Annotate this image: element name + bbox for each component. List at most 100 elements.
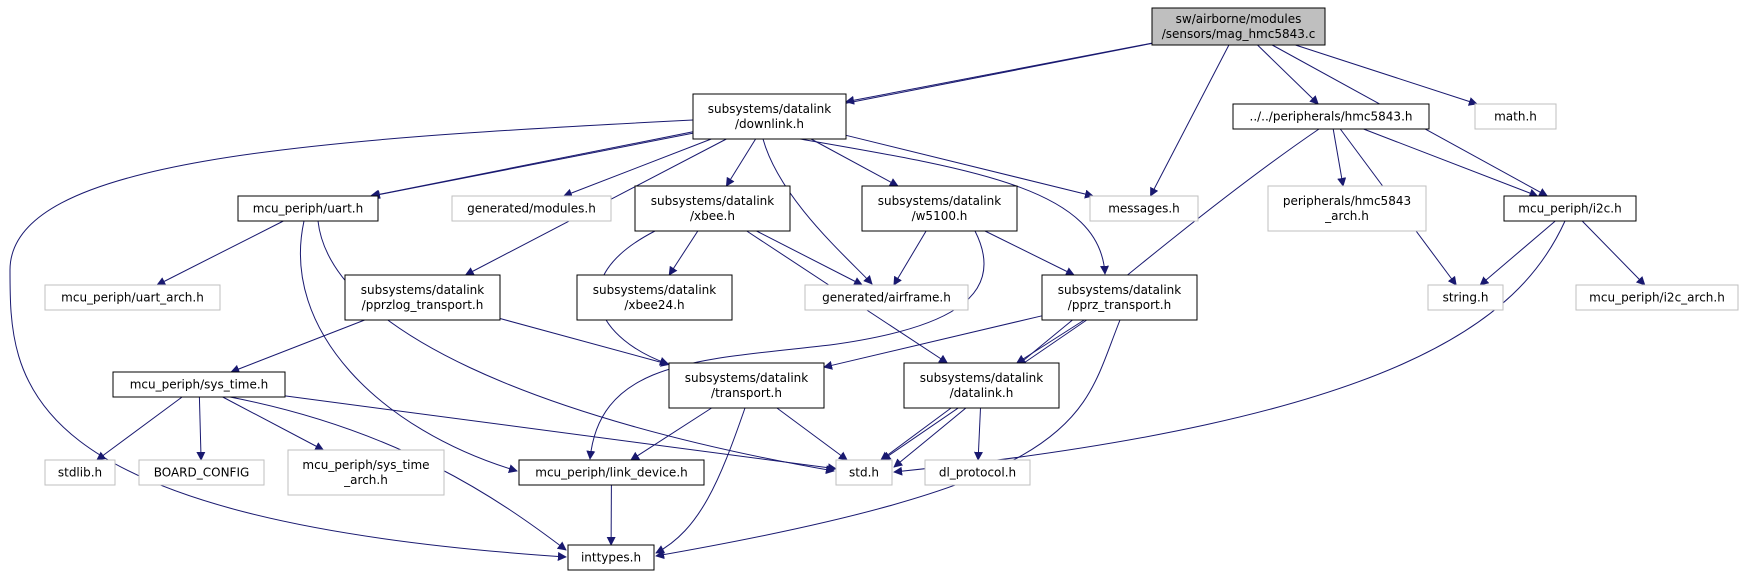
node-i2carch[interactable]: mcu_periph/i2c_arch.h <box>1575 284 1739 311</box>
node-box-w5100[interactable] <box>861 185 1018 232</box>
edge-w5100-to-airframe <box>893 230 927 286</box>
node-box-pprzlog[interactable] <box>344 274 501 321</box>
node-string[interactable]: string.h <box>1427 284 1504 311</box>
node-box-math[interactable] <box>1474 103 1557 130</box>
node-label-pprz-line-1: /pprz_transport.h <box>1068 298 1171 312</box>
node-box-uart[interactable] <box>237 195 379 222</box>
node-downlink[interactable]: subsystems/datalink/downlink.h <box>692 93 847 140</box>
node-label-hmcarch-line-1: _arch.h <box>1324 209 1369 223</box>
edge-downlink-to-messages <box>845 134 1094 199</box>
node-box-linkdev[interactable] <box>518 459 705 486</box>
edge-systime-to-std <box>284 395 837 473</box>
node-pprz[interactable]: subsystems/datalink/pprz_transport.h <box>1041 274 1198 321</box>
edge-datalink-to-dlproto <box>973 407 983 461</box>
edge-i2c-to-std <box>893 220 1566 476</box>
node-label-inttypes-line-0: inttypes.h <box>581 551 641 565</box>
node-label-i2carch-line-0: mcu_periph/i2c_arch.h <box>1589 291 1725 305</box>
node-messages[interactable]: messages.h <box>1089 195 1199 222</box>
edge-systime-to-stdlib <box>96 396 183 461</box>
node-box-stdlib[interactable] <box>44 459 116 486</box>
node-box-downlink[interactable] <box>692 93 847 140</box>
node-stdlib[interactable]: stdlib.h <box>44 459 116 486</box>
edge-datalink-to-std <box>880 407 952 461</box>
node-box-genmodules[interactable] <box>451 195 612 222</box>
node-i2c[interactable]: mcu_periph/i2c.h <box>1503 195 1637 222</box>
edge-pprz-to-inttypes <box>655 319 1121 560</box>
node-box-xbee24[interactable] <box>576 274 733 321</box>
node-box-systimearch[interactable] <box>287 449 445 496</box>
edge-transport-to-inttypes <box>655 407 746 554</box>
node-box-uartarch[interactable] <box>44 284 221 311</box>
node-label-pprz-line-0: subsystems/datalink <box>1058 283 1181 297</box>
edge-systime-to-systimearch <box>222 396 325 451</box>
node-linkdev[interactable]: mcu_periph/link_device.h <box>518 459 705 486</box>
node-math[interactable]: math.h <box>1474 103 1557 130</box>
edge-downlink-to-inttypes <box>9 119 694 561</box>
edge-mag-to-math <box>1295 44 1478 106</box>
node-label-linkdev-line-0: mcu_periph/link_device.h <box>535 466 687 480</box>
node-board[interactable]: BOARD_CONFIG <box>138 459 265 486</box>
node-transport[interactable]: subsystems/datalink/transport.h <box>668 362 825 409</box>
edge-mag-to-messages <box>1150 44 1230 197</box>
edge-uart-to-linkdev <box>299 220 518 473</box>
node-box-hmcarch[interactable] <box>1267 185 1427 232</box>
node-box-xbee[interactable] <box>634 185 791 232</box>
node-pprzlog[interactable]: subsystems/datalink/pprzlog_transport.h <box>344 274 501 321</box>
node-box-systime[interactable] <box>112 371 286 398</box>
node-box-airframe[interactable] <box>804 284 969 311</box>
node-label-math-line-0: math.h <box>1494 110 1537 124</box>
node-label-pprzlog-line-0: subsystems/datalink <box>361 283 484 297</box>
node-box-datalink[interactable] <box>903 362 1060 409</box>
node-box-pprz[interactable] <box>1041 274 1198 321</box>
node-xbee[interactable]: subsystems/datalink/xbee.h <box>634 185 791 232</box>
node-label-genmodules-line-0: generated/modules.h <box>467 202 596 216</box>
node-label-board-line-0: BOARD_CONFIG <box>154 466 250 480</box>
node-label-downlink-line-0: subsystems/datalink <box>708 102 831 116</box>
edge-downlink-to-xbee <box>725 138 757 187</box>
node-box-i2c[interactable] <box>1503 195 1637 222</box>
node-box-string[interactable] <box>1427 284 1504 311</box>
node-systime[interactable]: mcu_periph/sys_time.h <box>112 371 286 398</box>
node-datalink[interactable]: subsystems/datalink/datalink.h <box>903 362 1060 409</box>
node-box-inttypes[interactable] <box>567 544 655 571</box>
node-hmc5843[interactable]: ../../peripherals/hmc5843.h <box>1232 103 1430 130</box>
node-box-board[interactable] <box>138 459 265 486</box>
node-genmodules[interactable]: generated/modules.h <box>451 195 612 222</box>
node-box-messages[interactable] <box>1089 195 1199 222</box>
node-label-transport-line-1: /transport.h <box>711 386 782 400</box>
node-systimearch[interactable]: mcu_periph/sys_time_arch.h <box>287 449 445 496</box>
node-box-hmc5843[interactable] <box>1232 103 1430 130</box>
node-std[interactable]: std.h <box>835 459 893 486</box>
node-label-uart-line-0: mcu_periph/uart.h <box>253 202 363 216</box>
node-inttypes[interactable]: inttypes.h <box>567 544 655 571</box>
node-hmcarch[interactable]: peripherals/hmc5843_arch.h <box>1267 185 1427 232</box>
node-label-xbee24-line-0: subsystems/datalink <box>593 283 716 297</box>
edge-pprzlog-to-systime <box>230 319 365 374</box>
node-airframe[interactable]: generated/airframe.h <box>804 284 969 311</box>
node-label-string-line-0: string.h <box>1443 291 1489 305</box>
edge-xbee-to-xbee24 <box>668 230 699 276</box>
node-box-std[interactable] <box>835 459 893 486</box>
node-label-uartarch-line-0: mcu_periph/uart_arch.h <box>61 291 204 305</box>
node-label-airframe-line-0: generated/airframe.h <box>822 291 951 305</box>
node-box-dlproto[interactable] <box>924 459 1031 486</box>
node-label-mag-line-0: sw/airborne/modules <box>1176 12 1302 26</box>
node-box-mag[interactable] <box>1151 7 1326 46</box>
node-uartarch[interactable]: mcu_periph/uart_arch.h <box>44 284 221 311</box>
edge-hmc5843-to-i2c <box>1363 128 1539 198</box>
node-dlproto[interactable]: dl_protocol.h <box>924 459 1031 486</box>
edge-systime-to-board <box>196 396 206 461</box>
node-box-i2carch[interactable] <box>1575 284 1739 311</box>
node-mag[interactable]: sw/airborne/modules/sensors/mag_hmc5843.… <box>1151 7 1326 46</box>
nodes-layer: sw/airborne/modules/sensors/mag_hmc5843.… <box>44 7 1739 571</box>
node-w5100[interactable]: subsystems/datalink/w5100.h <box>861 185 1018 232</box>
edge-uart-to-std <box>317 220 835 475</box>
edge-downlink-to-uart <box>369 131 694 199</box>
node-xbee24[interactable]: subsystems/datalink/xbee24.h <box>576 274 733 321</box>
node-box-transport[interactable] <box>668 362 825 409</box>
node-label-dlproto-line-0: dl_protocol.h <box>939 466 1016 480</box>
edge-downlink-to-genmodules <box>562 138 712 198</box>
node-label-datalink-line-1: /datalink.h <box>950 386 1014 400</box>
node-uart[interactable]: mcu_periph/uart.h <box>237 195 379 222</box>
node-label-std-line-0: std.h <box>849 466 879 480</box>
